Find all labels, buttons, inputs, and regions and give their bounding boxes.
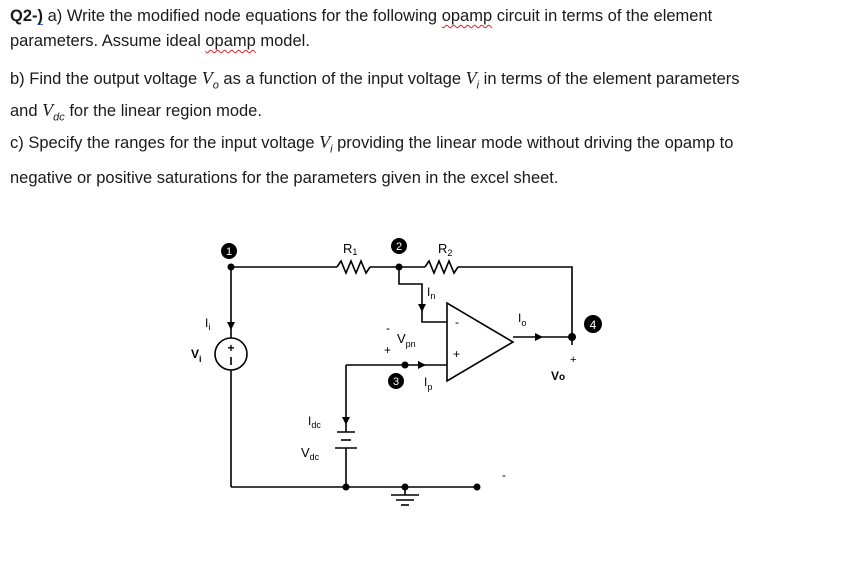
question-label: Q2-) bbox=[10, 7, 44, 25]
vpn-plus: + bbox=[384, 343, 391, 357]
io-arrow bbox=[535, 333, 543, 341]
node-3: 3 bbox=[388, 373, 404, 389]
vo-minus: - bbox=[502, 468, 506, 482]
svg-text:3: 3 bbox=[393, 376, 399, 388]
resistor-r2 bbox=[424, 258, 459, 276]
opamp-symbol bbox=[446, 301, 515, 383]
in-arrow bbox=[418, 304, 426, 312]
io-label: Io bbox=[518, 311, 526, 328]
junction-dots bbox=[227, 263, 576, 491]
question-part-c-line2: negative or positive saturations for the… bbox=[10, 169, 559, 187]
battery-vdc bbox=[335, 431, 357, 449]
spellcheck-word: opamp bbox=[441, 7, 493, 25]
node-1: 1 bbox=[221, 243, 237, 259]
opamp-minus: - bbox=[455, 315, 459, 329]
vo-label: Vo bbox=[551, 369, 565, 383]
vi-label: Vi bbox=[191, 347, 202, 364]
svg-text:4: 4 bbox=[590, 318, 597, 332]
vpn-label: Vpn bbox=[397, 331, 416, 349]
ip-label: Ip bbox=[424, 375, 432, 392]
node-2: 2 bbox=[391, 238, 407, 254]
svg-text:1: 1 bbox=[226, 246, 232, 258]
source-plus-sign: + bbox=[227, 341, 234, 355]
ground-symbol bbox=[391, 494, 419, 506]
vdc-label: Vdc bbox=[301, 445, 320, 462]
in-label: In bbox=[427, 285, 435, 301]
idc-label: Idc bbox=[308, 414, 321, 430]
node-4: 4 bbox=[584, 315, 602, 333]
vo-plus: + bbox=[570, 354, 576, 366]
idc-arrow bbox=[342, 417, 350, 425]
r1-label: R1 bbox=[343, 241, 357, 257]
opamp-plus: + bbox=[453, 347, 460, 361]
question-part-b: b) Find the output voltage Vo as a funct… bbox=[10, 68, 740, 124]
ii-arrow bbox=[227, 322, 235, 330]
resistor-r1 bbox=[336, 258, 371, 276]
spellcheck-word: opamp bbox=[205, 32, 256, 50]
vpn-minus: - bbox=[386, 321, 390, 335]
svg-text:2: 2 bbox=[396, 241, 402, 253]
voltage-source-vi bbox=[214, 337, 248, 371]
r2-label: R2 bbox=[438, 241, 452, 258]
ii-label: Ii bbox=[205, 316, 210, 332]
question-part-a: Q2-) a) Write the modified node equation… bbox=[10, 7, 713, 50]
ip-arrow bbox=[418, 361, 426, 369]
current-arrows bbox=[227, 304, 543, 425]
question-part-c: c) Specify the ranges for the input volt… bbox=[10, 132, 734, 156]
